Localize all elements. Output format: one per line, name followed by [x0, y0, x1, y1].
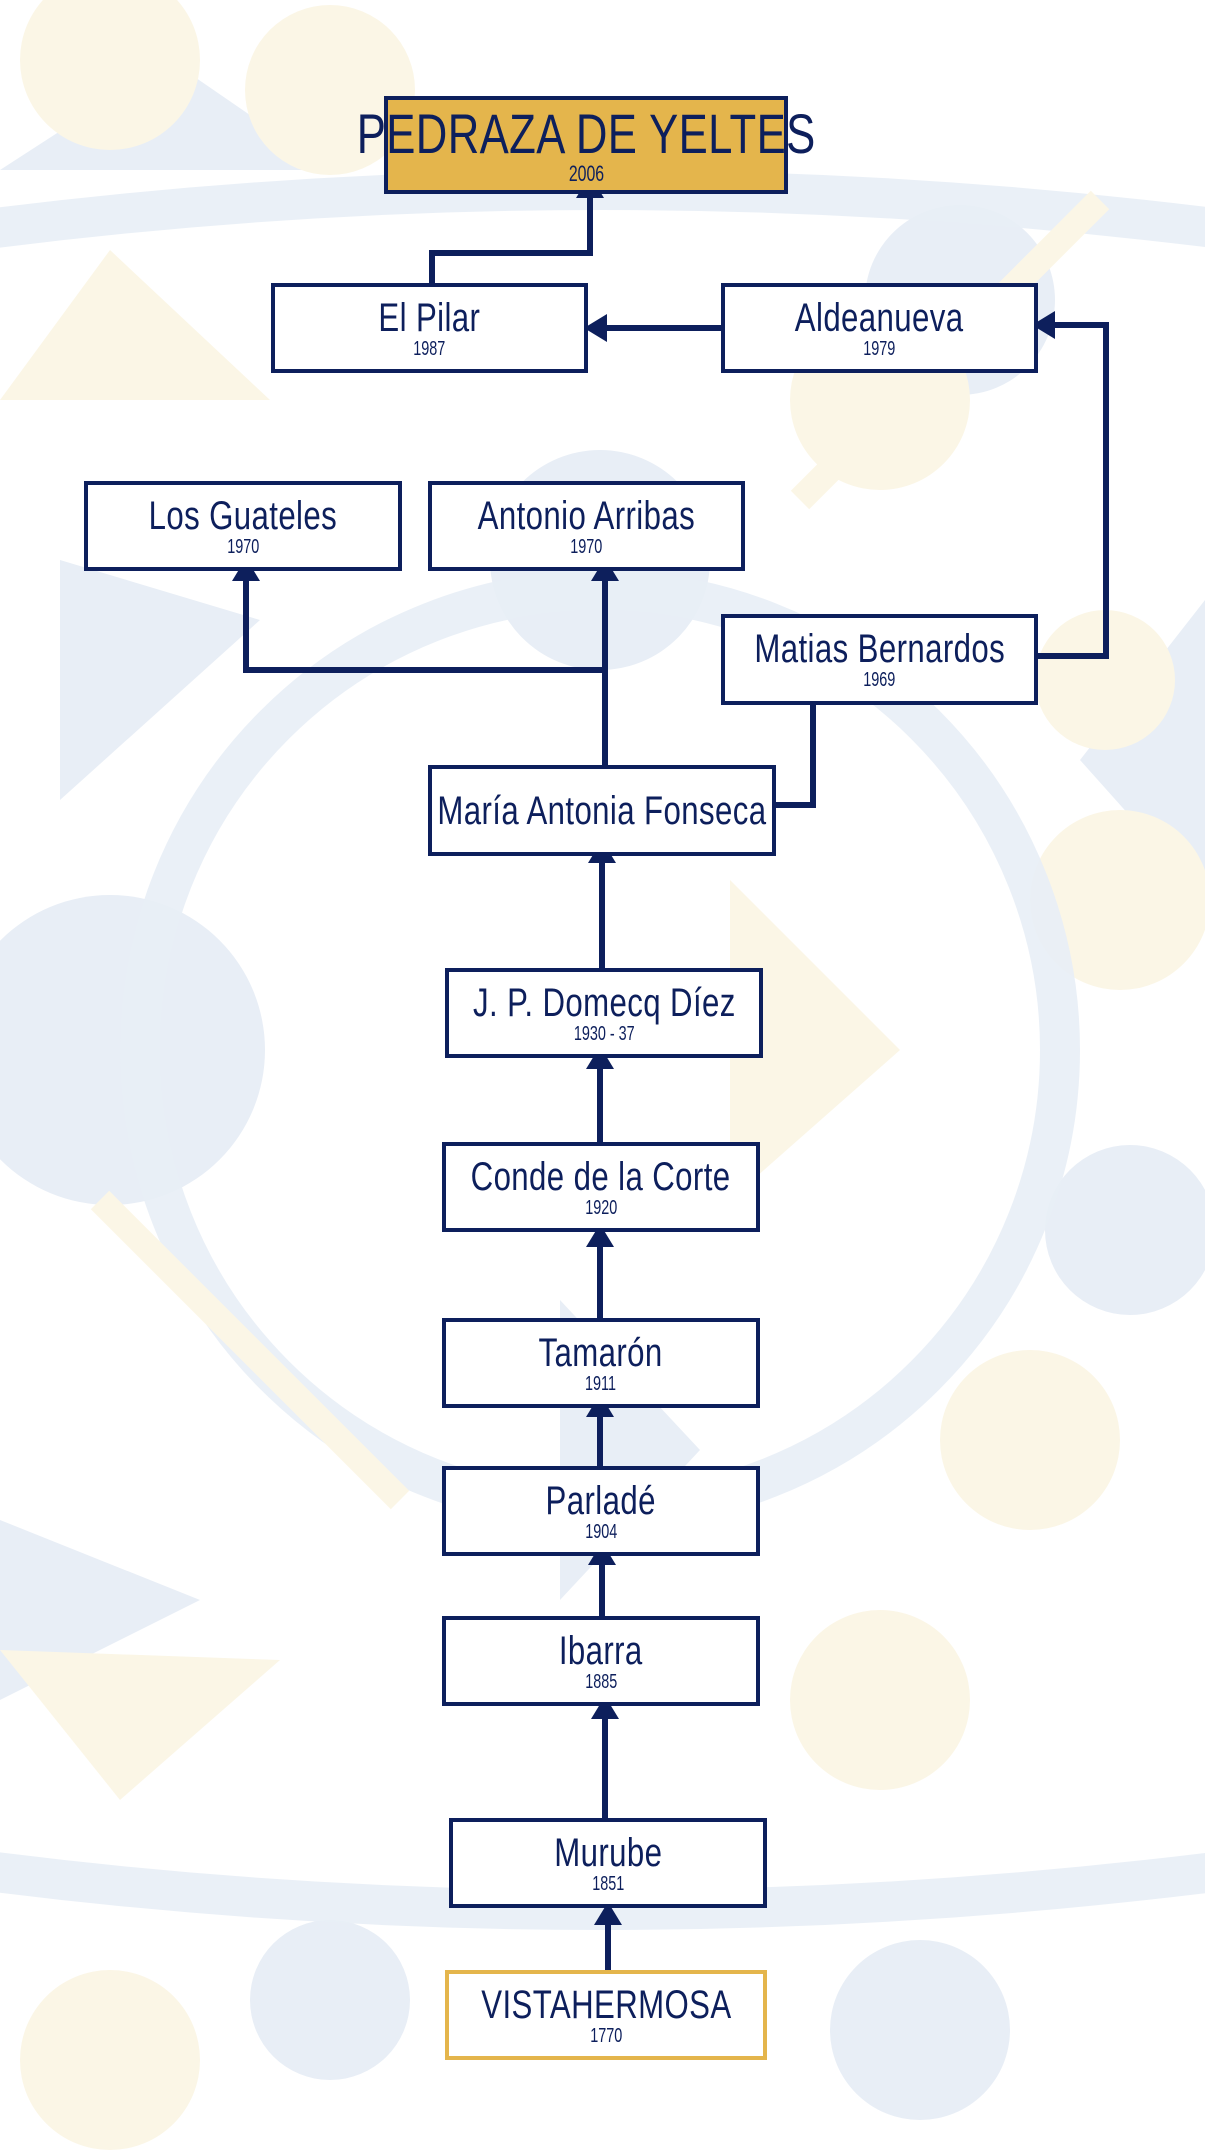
arrowhead-conde: [586, 1224, 614, 1247]
node-year: 1920: [584, 1196, 618, 1219]
arrowhead-murube: [594, 1902, 622, 1925]
node-name: El Pilar: [378, 295, 481, 340]
node-year: 1930 - 37: [573, 1022, 635, 1045]
node-year: 1851: [591, 1872, 625, 1895]
node-year: 1770: [589, 2024, 623, 2047]
arrowhead-aldeanueva: [1032, 311, 1055, 339]
arrowhead-el-pilar: [584, 314, 607, 342]
arrowhead-ibarra: [591, 1696, 619, 1719]
node-year: 1979: [863, 337, 896, 360]
node-name: VISTAHERMOSA: [480, 1982, 732, 2027]
link-fonseca-bernardos: [773, 703, 816, 808]
node-tamaron: Tamarón 1911: [442, 1318, 760, 1408]
node-los-guateles: Los Guateles 1970: [84, 481, 402, 571]
node-year: 1969: [863, 669, 896, 691]
link-pilar-pedraza: [429, 195, 593, 283]
node-conde-de-la-corte: Conde de la Corte 1920: [442, 1142, 760, 1232]
node-name: Parladé: [545, 1478, 657, 1523]
node-matias-bernardos: Matias Bernardos 1969: [721, 614, 1038, 705]
node-name: PEDRAZA DE YELTES: [356, 101, 816, 165]
node-jp-domecq-diez: J. P. Domecq Díez 1930 - 37: [445, 968, 763, 1058]
node-name: J. P. Domecq Díez: [472, 980, 736, 1025]
link-branch-guateles: [243, 578, 605, 673]
node-el-pilar: El Pilar 1987: [271, 283, 588, 373]
node-name: María Antonia Fonseca: [437, 788, 767, 833]
node-antonio-arribas: Antonio Arribas 1970: [428, 481, 745, 571]
node-year: 1885: [584, 1670, 618, 1693]
node-aldeanueva: Aldeanueva 1979: [721, 283, 1038, 373]
node-year: 1911: [585, 1372, 617, 1395]
node-year: 1987: [413, 337, 446, 360]
node-name: Los Guateles: [148, 493, 338, 538]
node-name: Ibarra: [559, 1628, 643, 1673]
node-name: Murube: [553, 1830, 663, 1875]
node-parlade: Parladé 1904: [442, 1466, 760, 1556]
node-name: Conde de la Corte: [471, 1154, 731, 1199]
node-name: Antonio Arribas: [477, 493, 696, 538]
node-name: Aldeanueva: [795, 295, 964, 340]
node-maria-antonia-fonseca: María Antonia Fonseca: [428, 765, 776, 856]
node-year: 1970: [570, 535, 603, 558]
node-year: 1970: [226, 535, 260, 558]
node-year: 1904: [584, 1520, 618, 1543]
link-bernardos-aldeanueva: [1036, 322, 1109, 659]
node-vistahermosa: VISTAHERMOSA 1770: [445, 1970, 767, 2060]
node-pedraza-de-yeltes: PEDRAZA DE YELTES 2006: [357, 96, 815, 194]
node-year: 2006: [568, 160, 604, 186]
node-murube: Murube 1851: [449, 1818, 767, 1908]
node-name: Matias Bernardos: [754, 627, 1005, 671]
node-ibarra: Ibarra 1885: [442, 1616, 760, 1706]
node-name: Tamarón: [538, 1330, 664, 1375]
